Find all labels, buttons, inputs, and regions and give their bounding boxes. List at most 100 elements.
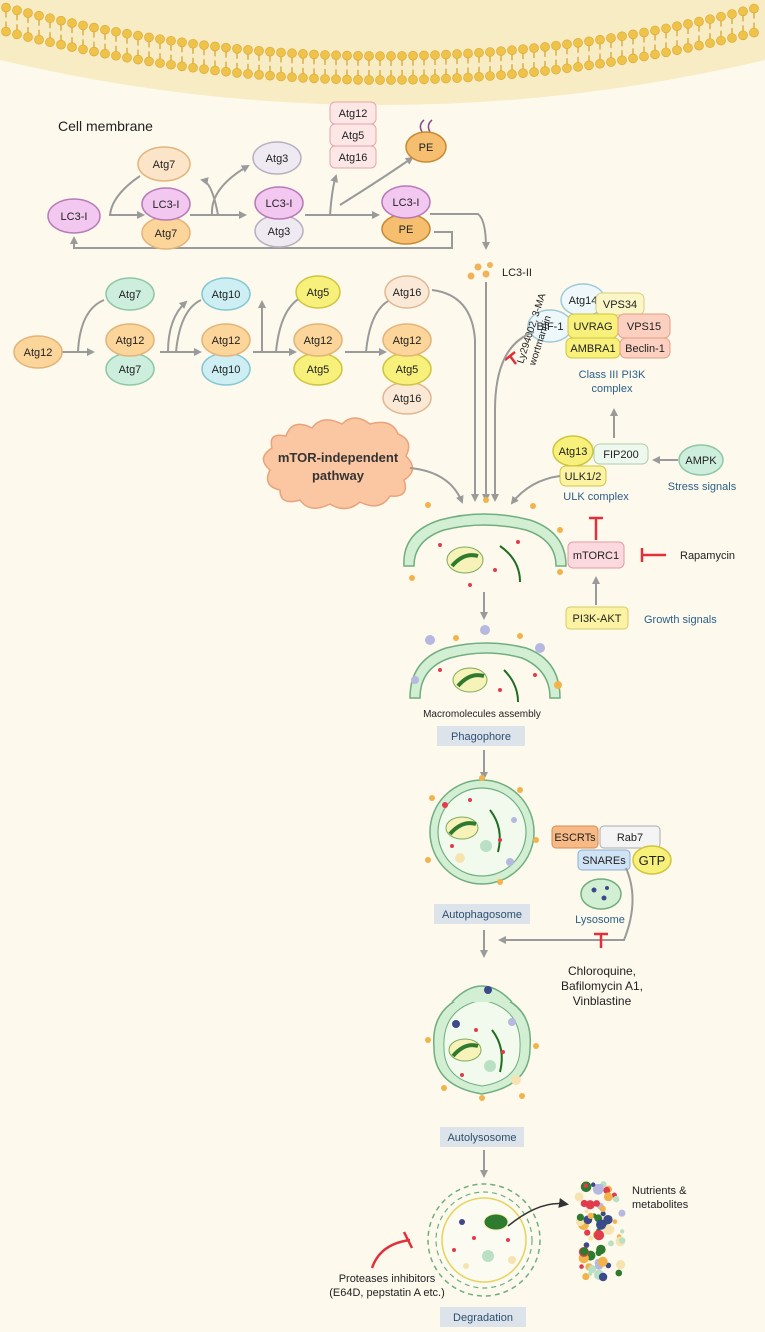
svg-text:Atg12: Atg12 (116, 335, 145, 347)
rapamycin-label: Rapamycin (680, 550, 735, 562)
atg7-protein-2: Atg7 (105, 277, 155, 311)
arrow-recycle-lc3 (70, 231, 453, 249)
svg-text:LC3-I: LC3-I (61, 211, 88, 223)
rapamycin-inhibits-mtorc1 (640, 548, 666, 562)
svg-text:Atg12: Atg12 (304, 335, 333, 347)
svg-text:BIF-1: BIF-1 (537, 321, 564, 333)
svg-text:Degradation: Degradation (453, 1312, 513, 1324)
svg-text:pathway: pathway (312, 468, 365, 483)
atg12-atg5-atg16-stack: Atg12 Atg5 Atg16 (329, 101, 377, 169)
ampk-protein: AMPK (678, 444, 724, 476)
svg-text:Atg3: Atg3 (268, 226, 291, 238)
lysosome-label: Lysosome (575, 914, 625, 926)
atg5-protein: Atg5 (295, 275, 341, 309)
lc3-protein: LC3-I (47, 198, 101, 234)
vinblastine-label: Vinblastine (573, 994, 632, 1008)
svg-text:UVRAG: UVRAG (573, 321, 612, 333)
arrow-atg7-bind (77, 299, 105, 353)
arrow-lysosome-fusion (498, 867, 634, 944)
svg-text:Atg13: Atg13 (559, 446, 588, 458)
protease-inhibit (370, 1231, 414, 1269)
lc3-atg7-complex: Atg7 LC3-I (141, 187, 191, 250)
svg-text:LC3-I: LC3-I (393, 197, 420, 209)
autophagosome-label: Autophagosome (434, 904, 530, 924)
autolysosome (425, 985, 539, 1101)
pi3k-complex-label-2: complex (592, 383, 633, 395)
arrow-pe-curl (339, 156, 414, 206)
svg-text:Atg5: Atg5 (396, 364, 419, 376)
svg-text:Atg7: Atg7 (153, 159, 176, 171)
svg-text:ESCRTs: ESCRTs (554, 832, 596, 844)
nutrient-particles (574, 1181, 626, 1282)
atg12-atg10-complex: Atg10 Atg12 (201, 323, 251, 386)
ulk-complex-label: ULK complex (563, 491, 629, 503)
arrow-lc3-pe-to-lc3ii (430, 213, 490, 250)
initial-phagophore (403, 497, 567, 587)
svg-text:Atg12: Atg12 (212, 335, 241, 347)
autophagosome (425, 775, 539, 885)
arrow-atg16-curl (329, 174, 338, 216)
atg7-protein: Atg7 (137, 146, 191, 182)
degradation-label: Degradation (440, 1307, 526, 1327)
class-iii-pi3k-complex: Atg14 VPS34 BIF-1 UVRAG VPS15 AMBRA1 Bec… (527, 283, 671, 359)
svg-text:PI3K-AKT: PI3K-AKT (573, 613, 622, 625)
autolysosome-label: Autolysosome (440, 1127, 524, 1147)
arrow-pi3k-to-phagophore (491, 331, 535, 502)
pe-lipid: PE (405, 119, 447, 163)
svg-text:Atg14: Atg14 (569, 295, 598, 307)
pi3k-complex-label-1: Class III PI3K (579, 369, 646, 381)
lc3-ii-label: LC3-II (502, 267, 532, 279)
fusion-machinery: ESCRTs Rab7 SNAREs GTP (551, 825, 672, 875)
bafilomycin-label: Bafilomycin A1, (561, 979, 643, 993)
arrow-release-nutrients (507, 1197, 569, 1227)
lc3-pe-complex: PE LC3-I (381, 185, 431, 245)
svg-text:SNAREs: SNAREs (582, 855, 626, 867)
phagophore-label: Phagophore (437, 726, 525, 746)
svg-text:Atg12: Atg12 (339, 108, 368, 120)
svg-text:LC3-I: LC3-I (153, 199, 180, 211)
svg-text:VPS34: VPS34 (603, 299, 637, 311)
svg-text:Autophagosome: Autophagosome (442, 909, 522, 921)
svg-text:Rab7: Rab7 (617, 832, 643, 844)
svg-text:Atg7: Atg7 (119, 364, 142, 376)
atg10-protein: Atg10 (201, 277, 251, 311)
stress-signals-label: Stress signals (668, 481, 737, 493)
cell-membrane-label: Cell membrane (58, 118, 153, 134)
pi3k-inhibitor: Ly294002, 3-MA wortmannin (504, 292, 554, 368)
svg-text:Atg12: Atg12 (24, 347, 53, 359)
svg-text:Atg12: Atg12 (393, 335, 422, 347)
lysosome (580, 878, 622, 910)
svg-text:Atg3: Atg3 (266, 153, 289, 165)
arrow-atg3-curl (200, 177, 219, 216)
chloroquine-label: Chloroquine, (568, 964, 636, 978)
nutrients-label-2: metabolites (632, 1199, 689, 1211)
ulk-complex: Atg13 FIP200 ULK1/2 (552, 435, 649, 487)
atg3-protein: Atg3 (252, 141, 302, 175)
arrow-atg16-complex-down (431, 289, 479, 502)
svg-text:Atg16: Atg16 (393, 287, 422, 299)
atg12-atg5-atg16-complex: Atg16 Atg5 Atg12 (382, 323, 432, 415)
lc3-ii-dots (467, 262, 493, 280)
svg-text:GTP: GTP (639, 853, 666, 868)
phagophore-with-macromolecules (409, 625, 562, 703)
atg12-atg5-complex: Atg5 Atg12 (293, 323, 343, 386)
svg-text:LC3-I: LC3-I (266, 198, 293, 210)
svg-text:Atg7: Atg7 (119, 289, 142, 301)
atg12-protein: Atg12 (13, 335, 63, 369)
protease-label-1: Proteases inhibitors (339, 1273, 436, 1285)
pi3k-akt-box: PI3K-AKT (565, 606, 629, 630)
arrow-atg7-to-lc3 (108, 175, 145, 219)
svg-text:mTORC1: mTORC1 (573, 550, 619, 562)
svg-text:Atg10: Atg10 (212, 289, 241, 301)
svg-text:VPS15: VPS15 (627, 321, 661, 333)
svg-text:Atg5: Atg5 (342, 130, 365, 142)
chloroquine-inhibit (594, 932, 608, 948)
atg12-atg7-complex: Atg7 Atg12 (105, 323, 155, 386)
growth-signals-label: Growth signals (644, 614, 717, 626)
arrow-atg10-bind (175, 299, 202, 353)
svg-text:PE: PE (399, 224, 414, 236)
arrow-atg5-bind (275, 297, 301, 353)
svg-text:ULK1/2: ULK1/2 (565, 471, 602, 483)
arrow-ulk-to-phagophore (510, 475, 561, 505)
